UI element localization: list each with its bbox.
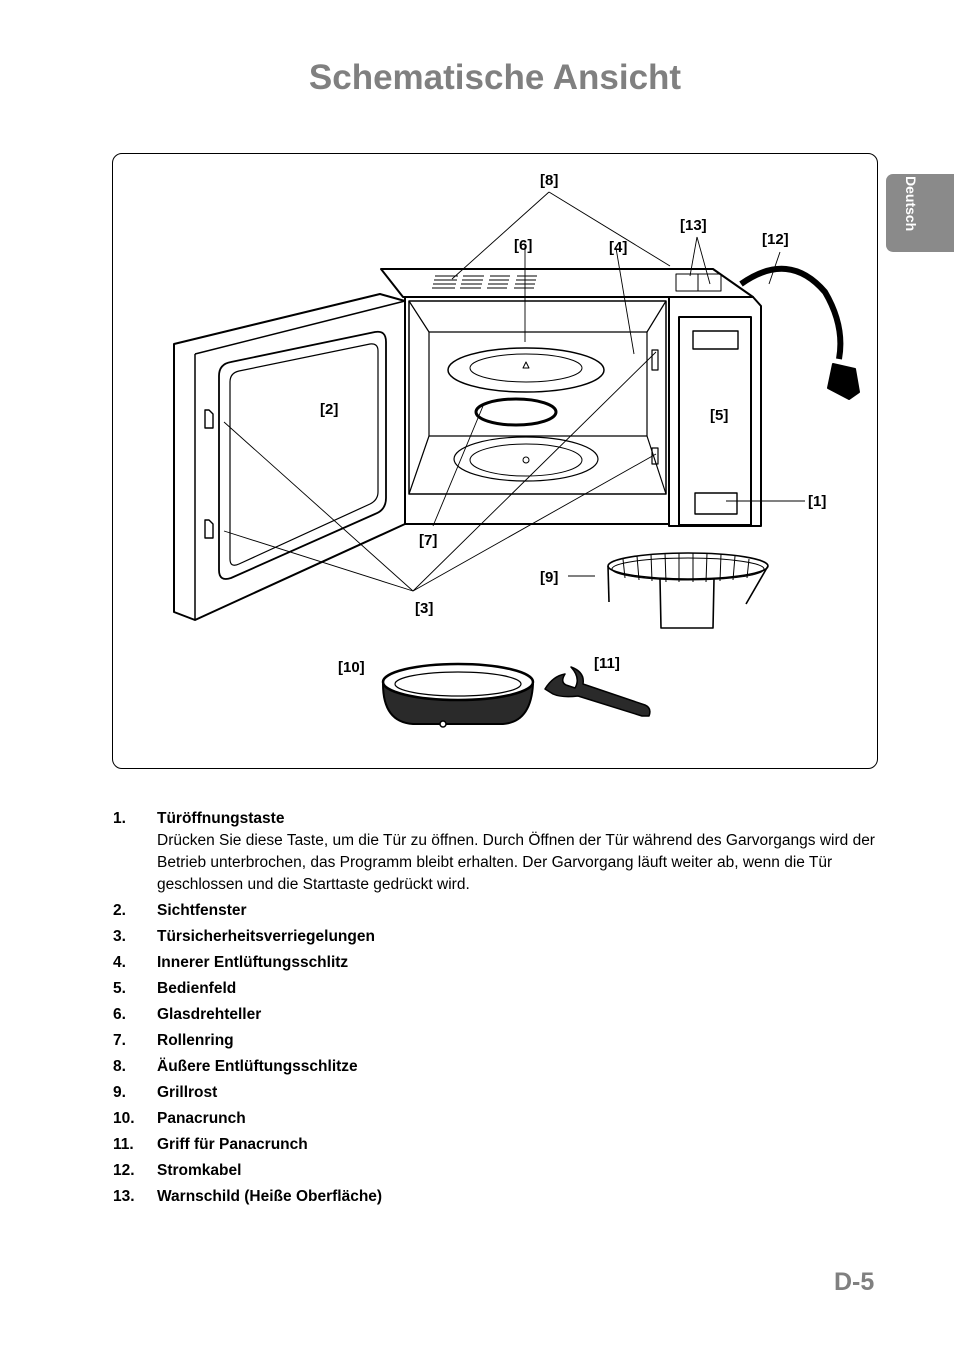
callout-12: [12] <box>762 231 789 248</box>
callout-10: [10] <box>338 659 365 676</box>
item-label: Stromkabel <box>157 1162 242 1179</box>
item-label: Äußere Entlüftungsschlitze <box>157 1058 358 1075</box>
schematic-diagram: [8] [13] [12] [6] [4] [2] [5] [1] [7] [9… <box>112 153 878 769</box>
callout-1: [1] <box>808 493 826 510</box>
list-item: 12. Stromkabel <box>113 1160 883 1182</box>
item-label: Bedienfeld <box>157 980 237 997</box>
page-number: D-5 <box>834 1268 875 1296</box>
item-label: Glasdrehteller <box>157 1006 262 1023</box>
item-label: Sichtfenster <box>157 902 247 919</box>
language-tab: Deutsch <box>886 174 954 252</box>
list-item: 8. Äußere Entlüftungsschlitze <box>113 1056 883 1078</box>
item-number: 12. <box>113 1162 135 1179</box>
item-number: 7. <box>113 1032 126 1049</box>
parts-list: 1. Türöffnungstaste Drücken Sie diese Ta… <box>113 808 883 1212</box>
callout-4: [4] <box>609 239 627 256</box>
callout-11: [11] <box>594 655 620 672</box>
item-number: 4. <box>113 954 126 971</box>
item-number: 8. <box>113 1058 126 1075</box>
callout-13: [13] <box>680 217 707 234</box>
item-number: 9. <box>113 1084 126 1101</box>
callout-3: [3] <box>415 600 433 617</box>
callout-7: [7] <box>419 532 437 549</box>
item-number: 6. <box>113 1006 126 1023</box>
item-label: Türsicherheitsverriegelungen <box>157 928 375 945</box>
list-item: 6. Glasdrehteller <box>113 1004 883 1026</box>
microwave-illustration: [8] [13] [12] [6] [4] [2] [5] [1] [7] [9… <box>173 172 860 728</box>
list-item: 2. Sichtfenster <box>113 900 883 922</box>
list-item: 7. Rollenring <box>113 1030 883 1052</box>
language-tab-label: Deutsch <box>903 176 919 232</box>
callout-8: [8] <box>540 172 558 189</box>
list-item: 3. Türsicherheitsverriegelungen <box>113 926 883 948</box>
callout-2: [2] <box>320 401 338 418</box>
list-item: 13. Warnschild (Heiße Oberfläche) <box>113 1186 883 1208</box>
list-item: 1. Türöffnungstaste Drücken Sie diese Ta… <box>113 808 883 896</box>
item-number: 5. <box>113 980 126 997</box>
item-label: Innerer Entlüftungsschlitz <box>157 954 349 971</box>
item-label: Griff für Panacrunch <box>157 1136 308 1153</box>
item-label: Panacrunch <box>157 1110 246 1127</box>
item-label: Warnschild (Heiße Oberfläche) <box>157 1188 383 1205</box>
list-item: 10. Panacrunch <box>113 1108 883 1130</box>
callout-5: [5] <box>710 407 728 424</box>
item-number: 11. <box>113 1136 134 1153</box>
callout-9: [9] <box>540 569 558 586</box>
item-number: 1. <box>113 810 126 827</box>
item-label: Rollenring <box>157 1032 234 1049</box>
callout-6: [6] <box>514 237 532 254</box>
item-label: Grillrost <box>157 1084 218 1101</box>
list-item: 5. Bedienfeld <box>113 978 883 1000</box>
item-number: 2. <box>113 902 126 919</box>
list-item: 4. Innerer Entlüftungsschlitz <box>113 952 883 974</box>
item-label: Türöffnungstaste <box>157 810 285 827</box>
list-item: 11. Griff für Panacrunch <box>113 1134 883 1156</box>
item-number: 3. <box>113 928 126 945</box>
list-item: 9. Grillrost <box>113 1082 883 1104</box>
item-number: 10. <box>113 1110 135 1127</box>
item-number: 13. <box>113 1188 135 1205</box>
item-description: Drücken Sie diese Taste, um die Tür zu ö… <box>157 832 875 893</box>
page-title: Schematische Ansicht <box>308 58 682 97</box>
